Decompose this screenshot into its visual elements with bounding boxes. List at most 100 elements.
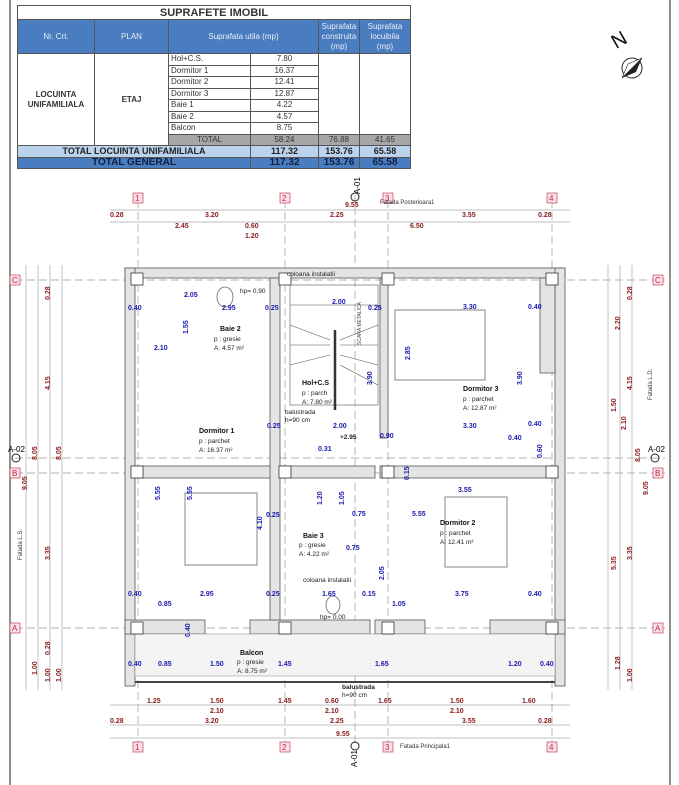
interior-dimension-label: 0.31 [318,446,332,453]
dim-left: 0.28 [45,286,52,300]
header-construita: Suprafata construita (mp) [318,19,360,54]
room-floor: p : parchet [199,438,230,445]
dim-left: 3.35 [45,546,52,560]
dim-left: 1.00 [32,661,39,675]
room-area: A: 8.75 m² [237,668,268,675]
dim-right: 2.10 [621,416,628,430]
total-locuinta-row: TOTAL LOCUINTA UNIFAMILIALA 117.32 153.7… [17,145,411,158]
note-balustrada: balustrada [285,409,316,416]
interior-dimension-label: 5.55 [412,511,426,518]
dim-top: 0.60 [245,223,259,230]
facade-left: Fatada L.S. [18,529,24,560]
grid-tag-1-bottom: 1 [135,743,140,752]
note-scara: SCARA METALICA [357,301,363,345]
dim-top: 3.20 [205,212,219,219]
dim-top: 0.28 [538,212,552,219]
dim-right: 3.35 [627,546,634,560]
dim-left: 8.05 [32,446,39,460]
interior-dimension-label: 2.00 [333,423,347,430]
dim-top-total: 9.55 [345,202,359,209]
interior-dimension-label: 3.90 [367,371,374,385]
note-h: h=90 cm [342,692,367,699]
room-name: Dormitor 3 [463,386,499,393]
interior-dimension-label: 0.40 [528,421,542,428]
room-label-dormitor-1: Dormitor 1 p : parchet A: 16.37 m² [199,428,235,454]
room-area: A: 12.87 m² [463,405,497,412]
dim-left: 1.00 [45,668,52,682]
dim-bottom: 1.60 [522,698,536,705]
dim-left: 4.15 [45,376,52,390]
room-label-dormitor-2: Dormitor 2 p : parchet A: 12.41 m² [440,520,476,546]
grid-tag-3: 3 [385,194,390,203]
bed-dormitor-3 [394,309,486,381]
interior-dimension-label: 5.55 [155,486,162,500]
total-general-row: TOTAL GENERAL 117.32 153.76 65.58 [17,156,411,169]
note-hp: hp= 0.90 [240,288,266,295]
surface-table: SUPRAFETE IMOBIL Nr. Crt. PLAN Suprafata… [17,5,411,169]
room-name: Hol+C.S [302,380,329,387]
facade-bottom: Fatada Principala1 [400,744,451,750]
interior-dimension-label: 0.25 [265,305,279,312]
grid-tag-c-right: C [655,276,661,285]
staircase [289,284,379,410]
interior-dimension-label: 0.25 [266,591,280,598]
locuibila-blank [359,53,411,135]
room-name: Dormitor 1 [199,428,235,435]
bed-dormitor-2 [444,496,508,568]
dim-right: 4.15 [627,376,634,390]
section-bottom: A-01 [350,750,359,767]
interior-dimension-label: 0.75 [352,511,366,518]
north-label: N [608,27,632,53]
grid-tag-b-right: B [655,469,660,478]
nr-cell: LOCUINTA UNIFAMILIALA [17,53,95,146]
grid-tag-4: 4 [549,194,554,203]
interior-dimension-label: 0.25 [368,305,382,312]
interior-dimension-label: 1.20 [508,661,522,668]
interior-dimension-label: 0.85 [158,661,172,668]
grid-tag-b: B [12,469,17,478]
dim-top: 0.28 [110,212,124,219]
header-nr: Nr. Crt. [17,19,95,54]
dim-bottom: 2.10 [450,708,464,715]
grid-tag-1: 1 [135,194,140,203]
total-utila: 58.24 [250,133,319,146]
dim-bottom: 1.25 [147,698,161,705]
room-area: A: 7.80 m² [302,399,333,406]
interior-dimension-label: 0.40 [540,661,554,668]
room-floor: p : gresie [237,659,264,666]
grid-tag-c: C [12,276,18,285]
interior-dimension-label: 0.40 [508,435,522,442]
room-name: Balcon [240,650,263,657]
interior-dimension-label: 2.10 [154,345,168,352]
room-label-dormitor-3: Dormitor 3 p : parchet A: 12.87 m² [463,386,499,412]
grid-tag-3-bottom: 3 [385,743,390,752]
room-area: A: 4.22 m² [299,551,330,558]
interior-dimension-label: 2.05 [184,292,198,299]
room-floor: p : parchet [440,530,471,537]
interior-dimension-label: 2.00 [332,299,346,306]
note-coloana: coloana instalatii [303,577,351,584]
total-locuibila: 41.65 [359,133,411,146]
room-label-baie-3: Baie 3 p : gresie A: 4.22 m² [299,533,330,558]
note-hp: hp= 0.00 [320,614,346,621]
room-floor: p : parch [302,390,328,397]
interior-dimension-label: 0.40 [185,623,192,637]
dim-right: 1.28 [615,656,622,670]
construita-blank [318,53,360,135]
dim-bottom-total: 9.55 [336,731,350,738]
interior-dimension-label: 2.05 [379,566,386,580]
interior-dimension-label: 0.90 [380,433,394,440]
interior-dimension-label: 0.25 [267,423,281,430]
grid-tag-4-bottom: 4 [549,743,554,752]
room-floor: p : gresie [299,542,326,549]
dim-top: 1.20 [245,233,259,240]
interior-dimension-label: 5.55 [187,486,194,500]
room-floor: p : gresie [214,336,241,343]
dim-bottom: 3.20 [205,718,219,725]
walls [124,267,566,687]
structural-columns [130,272,559,635]
total-locuinta-utila: 117.32 [250,145,319,158]
